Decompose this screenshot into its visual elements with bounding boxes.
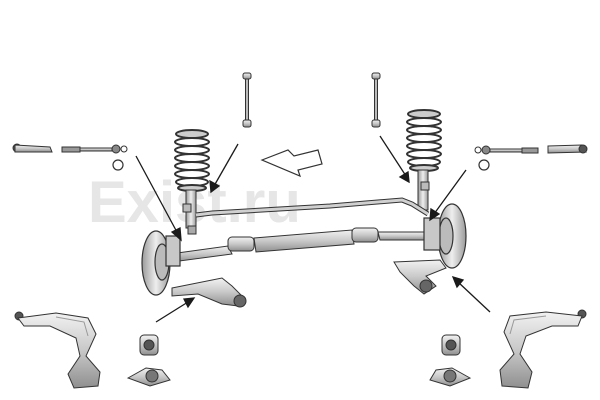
wheel-hub-left (141, 230, 181, 296)
lower-control-arm-mounted-left (171, 277, 247, 308)
lower-control-arm-left (14, 311, 101, 389)
tie-rod-end-left (12, 143, 53, 153)
rear-bushing-bracket-left (126, 367, 171, 387)
stabilizer-link-right (371, 72, 381, 128)
hollow-arrow-icon (260, 149, 323, 178)
lower-control-arm-mounted-right (393, 259, 447, 295)
washer-left (112, 159, 124, 171)
stabilizer-link-left (242, 72, 252, 128)
control-arm-bushing-right (441, 334, 461, 356)
inner-tie-rod-left (61, 144, 128, 154)
stabilizer-bar (195, 198, 429, 217)
lower-control-arm-right (499, 309, 587, 389)
strut-left (182, 189, 197, 235)
coil-spring-right (406, 109, 442, 172)
control-arm-bushing-left (139, 334, 159, 356)
wheel-hub-right (423, 203, 467, 269)
pointer-arrows (135, 135, 491, 323)
inner-tie-rod-right (474, 145, 539, 155)
tie-rod-end-right (547, 144, 588, 154)
washer-right (478, 159, 490, 171)
rear-bushing-bracket-right (429, 367, 472, 387)
